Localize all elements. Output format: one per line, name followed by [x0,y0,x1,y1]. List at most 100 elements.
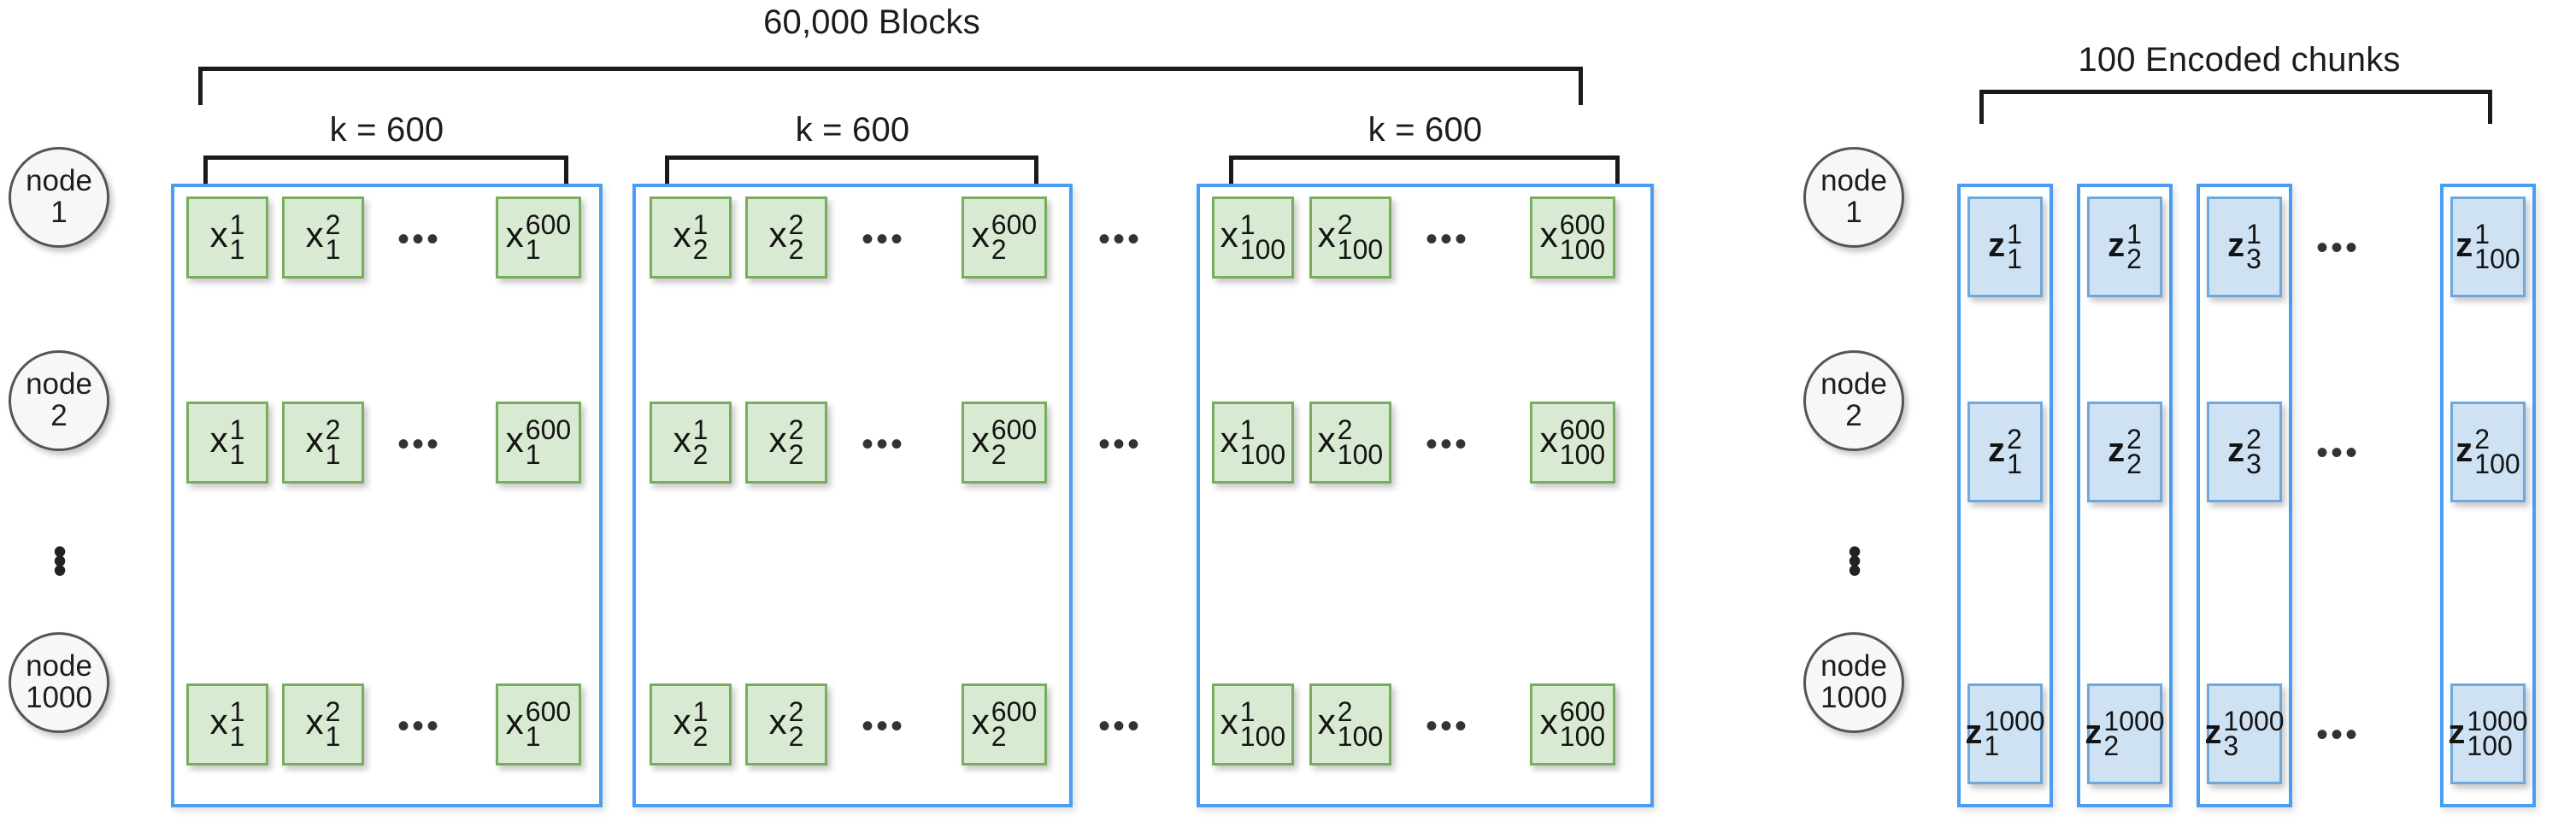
math-subscript: 1 [229,721,245,752]
math-superscript: 600 [991,414,1038,445]
math-base: x [505,214,524,255]
math-base: z [2455,226,2473,264]
block-ellipsis: ••• [862,707,906,745]
left-panel-title: 60,000 Blocks [763,3,980,41]
math-superscript: 600 [991,208,1038,240]
node-number: 1 [50,196,68,229]
math-subscript: 100 [1239,439,1286,470]
math-subscript: 2 [991,234,1007,265]
node-word: node [26,649,92,683]
math-subscript: 1 [325,234,341,265]
math-subscript: 100 [1239,234,1286,265]
block-ellipsis: ••• [397,425,442,463]
math-superscript: 600 [525,414,572,445]
math-base: x [209,701,228,742]
math-base: x [1220,419,1238,460]
math-superscript: 1 [1239,695,1256,727]
math-base: z [2204,713,2222,751]
math-superscript: 2 [1337,414,1353,445]
math-base: x [768,419,787,460]
node-word: node [1820,367,1887,402]
node-word: node [26,164,92,198]
math-superscript: 1 [2474,218,2491,249]
math-superscript: 1 [692,414,709,445]
math-superscript: 2 [2007,423,2022,455]
math-base: x [1539,701,1558,742]
chunk-gap-ellipsis: ••• [2316,229,2361,267]
chunk-container-2 [2077,184,2173,807]
math-superscript: 1000 [2103,705,2165,736]
block-ellipsis: ••• [1426,425,1470,463]
group-bracket-1 [203,155,568,186]
math-subscript: 2 [788,721,804,752]
block-ellipsis: ••• [1426,220,1470,258]
math-subscript: 1 [525,439,541,470]
math-base: x [971,214,990,255]
math-subscript: 100 [2467,730,2513,761]
math-superscript: 1 [2126,218,2142,249]
math-base: x [1220,214,1238,255]
group-bracket-3 [1229,155,1620,186]
math-subscript: 1 [525,721,541,752]
math-base: z [2085,713,2103,751]
math-subscript: 2 [991,439,1007,470]
block-ellipsis: ••• [862,425,906,463]
math-superscript: 2 [788,414,804,445]
math-subscript: 1 [229,234,245,265]
blocks-bracket [198,67,1583,105]
math-subscript: 2 [788,439,804,470]
math-superscript: 1 [2246,218,2261,249]
math-base: x [1317,214,1336,255]
node-word: node [26,367,92,402]
math-base: x [971,419,990,460]
